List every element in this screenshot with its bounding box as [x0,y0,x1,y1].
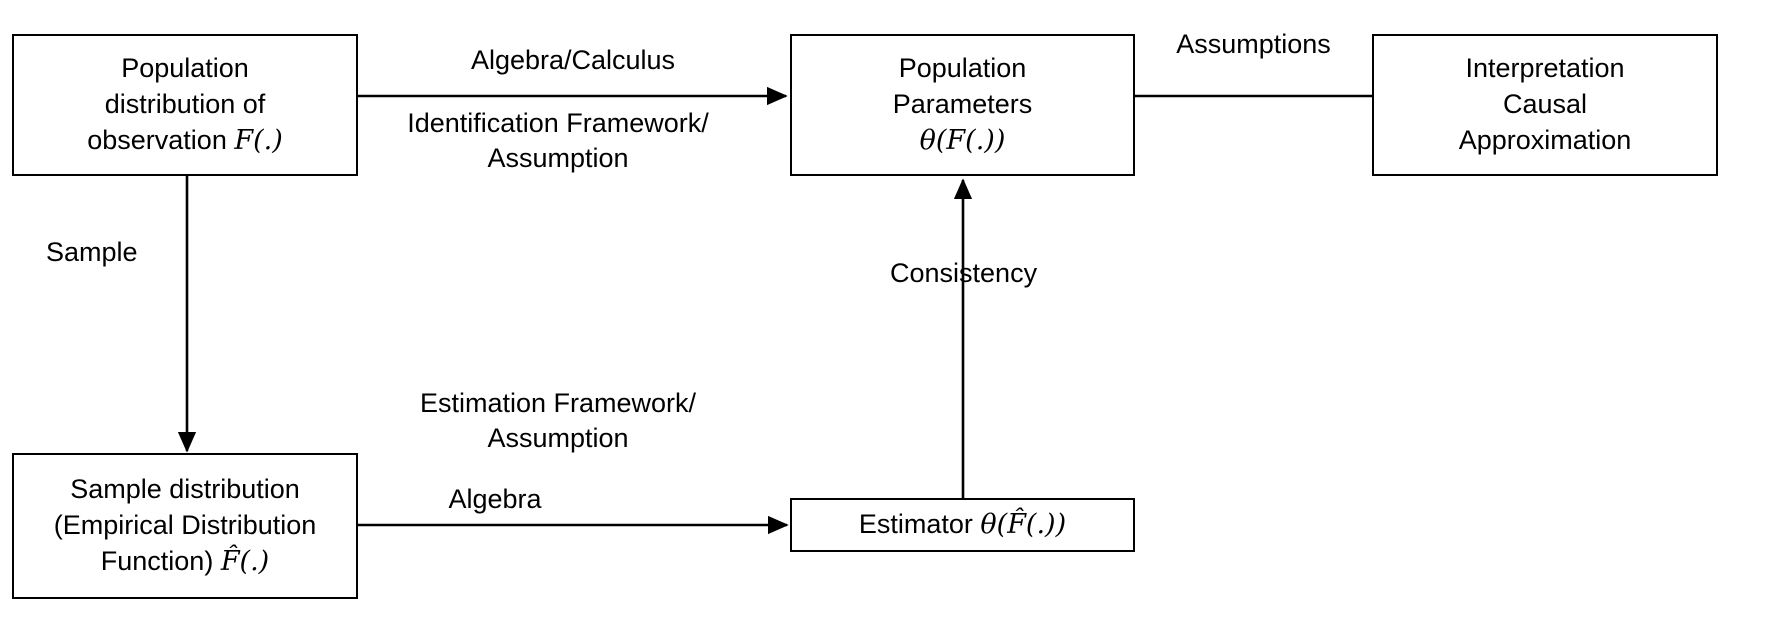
math-theta-f-of-dot: θ(F(.)) [919,124,1006,156]
math-theta-fhat-of-dot: θ(F̂(.)) [980,509,1067,541]
edge-label-sample: Sample [46,237,138,267]
edge-label-algebra-calculus: Algebra/Calculus [470,45,676,75]
edge-label-estimation-framework-assumption: Estimation Framework/ Assumption [419,388,697,453]
node-sample-distribution-label: Sample distribution(Empirical Distributi… [53,474,317,577]
math-fhat-of-dot: F̂(.) [220,545,270,577]
edge-label-identification-framework-assumption: Identification Framework/ Assumption [407,108,709,173]
math-f-of-dot: F(.) [234,124,283,156]
node-estimator[interactable]: Estimator θ(F̂(.)) [790,498,1135,552]
edge-label-algebra: Algebra [448,484,542,514]
edge-label-assumptions: Assumptions [1176,29,1331,59]
edge-label-consistency: Consistency [890,258,1038,288]
node-estimator-label: Estimator θ(F̂(.)) [858,509,1067,541]
node-sample-distribution[interactable]: Sample distribution(Empirical Distributi… [12,453,358,599]
